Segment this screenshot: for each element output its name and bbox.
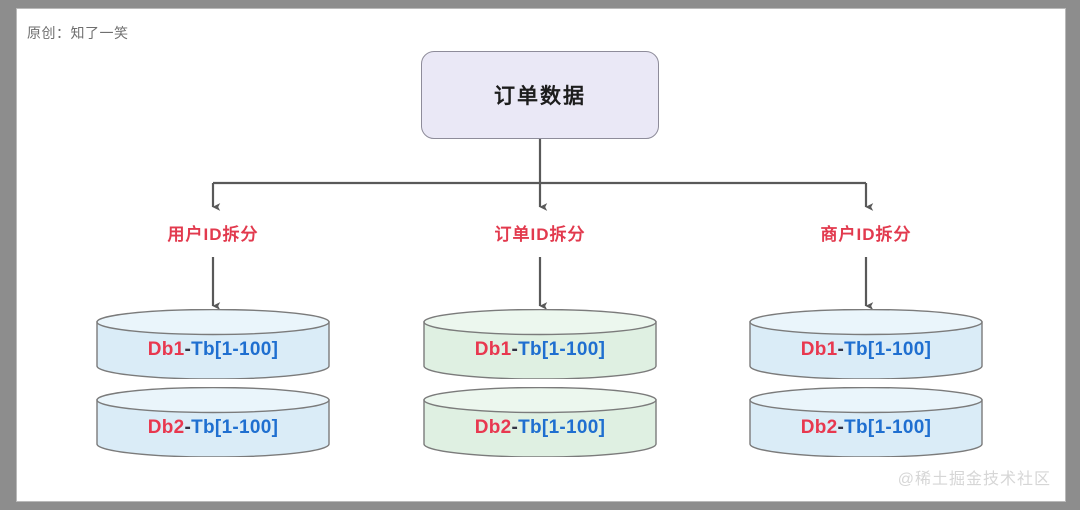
db-name: Db2 bbox=[474, 417, 512, 438]
branch-label-order-id: 订单ID拆分 bbox=[494, 225, 586, 244]
diagram-canvas: 原创：知了一笑 订单数据 用户ID拆分 订 bbox=[16, 8, 1066, 502]
database-cylinder[interactable]: Db1-Tb[1-100] bbox=[746, 309, 986, 379]
tb-range: Tb[1-100] bbox=[191, 339, 279, 360]
branch-label-user-id: 用户ID拆分 bbox=[167, 225, 259, 244]
db-name: Db1 bbox=[147, 339, 185, 360]
database-cylinder[interactable]: Db1-Tb[1-100] bbox=[93, 309, 333, 379]
db-name: Db2 bbox=[147, 417, 185, 438]
cylinder-label: Db2-Tb[1-100] bbox=[746, 387, 986, 457]
separator: - bbox=[511, 417, 519, 438]
db-name: Db1 bbox=[800, 339, 838, 360]
tb-range: Tb[1-100] bbox=[518, 417, 606, 438]
cylinder-label: Db1-Tb[1-100] bbox=[420, 309, 660, 379]
watermark-text: @稀土掘金技术社区 bbox=[897, 471, 1051, 488]
tb-range: Tb[1-100] bbox=[844, 417, 932, 438]
tb-range: Tb[1-100] bbox=[191, 417, 279, 438]
credit-text: 原创：知了一笑 bbox=[27, 25, 129, 41]
cylinder-label: Db1-Tb[1-100] bbox=[746, 309, 986, 379]
root-node-label: 订单数据 bbox=[494, 85, 586, 108]
cylinder-label: Db2-Tb[1-100] bbox=[93, 387, 333, 457]
db-name: Db1 bbox=[474, 339, 512, 360]
branch-label-merchant-id: 商户ID拆分 bbox=[820, 225, 912, 244]
db-name: Db2 bbox=[800, 417, 838, 438]
cylinder-label: Db2-Tb[1-100] bbox=[420, 387, 660, 457]
tb-range: Tb[1-100] bbox=[518, 339, 606, 360]
separator: - bbox=[511, 339, 519, 360]
database-cylinder[interactable]: Db2-Tb[1-100] bbox=[93, 387, 333, 457]
separator: - bbox=[184, 417, 192, 438]
separator: - bbox=[184, 339, 192, 360]
tb-range: Tb[1-100] bbox=[844, 339, 932, 360]
database-cylinder[interactable]: Db2-Tb[1-100] bbox=[746, 387, 986, 457]
separator: - bbox=[837, 417, 845, 438]
database-cylinder[interactable]: Db2-Tb[1-100] bbox=[420, 387, 660, 457]
root-node-order-data[interactable]: 订单数据 bbox=[421, 51, 659, 139]
cylinder-label: Db1-Tb[1-100] bbox=[93, 309, 333, 379]
database-cylinder[interactable]: Db1-Tb[1-100] bbox=[420, 309, 660, 379]
separator: - bbox=[837, 339, 845, 360]
